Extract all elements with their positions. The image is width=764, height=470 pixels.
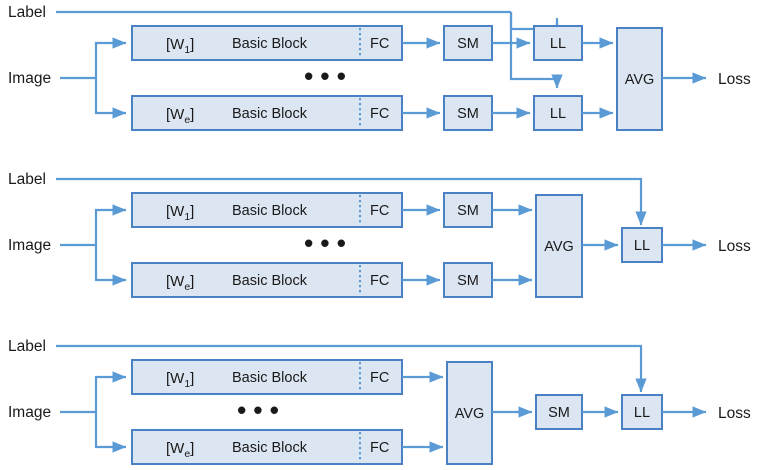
row-3-ll-text: LL [634,405,650,421]
row-2-loss-text: Loss [718,238,751,255]
row-1-image-branch-bottom [94,78,127,119]
row-1-label-arrow-ll2 [509,12,563,89]
row-1-ll-2[interactable] [533,95,583,131]
row-1-loss-text: Loss [718,71,751,88]
row-2-image-branch-bottom [94,245,127,286]
row-3-image-text: Image [8,404,51,421]
row-3-group: Label Image [W1] Basic Block FC [We] Bas… [8,338,751,465]
row-1-label-text: Label [8,4,46,21]
row-1-sm-1[interactable] [443,25,493,61]
row-1-stage-1: Basic Block [232,36,308,52]
row-3-image-branch-bottom [94,412,127,453]
row-1-weight-2: [We] [166,106,194,126]
row-1-weight-1: [W1] [166,36,194,56]
row-3-avg-text: AVG [455,406,485,422]
row-3-sm[interactable] [535,394,583,430]
row-2-weight-1: [W1] [166,203,194,223]
row-1-ll-1[interactable] [533,25,583,61]
row-1-sm-2-text: SM [457,106,479,122]
row-2-stage-1: Basic Block [232,203,308,219]
row-2-weight-2: [We] [166,273,194,293]
row-1-basic-block-1[interactable] [131,25,403,61]
row-1-basic-block-2[interactable] [131,95,403,131]
row-2-sm-1[interactable] [443,192,493,228]
row-1-avg[interactable] [616,27,663,131]
row-1-avg-text: AVG [625,72,655,88]
row-3-head-1: FC [370,370,389,386]
row-2-label-text: Label [8,171,46,188]
row-2-group: Label Image [W1] Basic Block FC [We] Bas… [8,171,751,298]
row-1-stage-2: Basic Block [232,106,308,122]
row-1-ll-1-text: LL [550,36,566,52]
row-1-group: Label Image [W1] Basic Block FC [We] Bas… [8,4,751,131]
row-2-head-2: FC [370,273,389,289]
row-2-basic-block-1[interactable] [131,192,403,228]
row-3-weight-1: [W1] [166,370,194,390]
row-3-label-wire [56,344,647,393]
row-2-ll-text: LL [634,238,650,254]
row-2-image-text: Image [8,237,51,254]
row-2-label-wire [56,177,647,226]
row-2-head-1: FC [370,203,389,219]
row-1-ellipsis: • • • [304,61,346,91]
row-3-loss-text: Loss [718,405,751,422]
row-3-sm-text: SM [548,405,570,421]
row-3-stage-1: Basic Block [232,370,308,386]
row-3-ellipsis: • • • [237,395,279,425]
row-1-image-branch-top [94,37,127,78]
row-2-stage-2: Basic Block [232,273,308,289]
row-2-sm-2-text: SM [457,273,479,289]
row-1-head-1: FC [370,36,389,52]
row-3-basic-block-2[interactable] [131,429,403,465]
row-3-weight-2: [We] [166,440,194,460]
row-1-head-2: FC [370,106,389,122]
row-3-head-2: FC [370,440,389,456]
row-2-sm-1-text: SM [457,203,479,219]
row-2-avg-text: AVG [544,239,574,255]
row-2-ellipsis: • • • [304,228,346,258]
row-3-image-branch-top [94,371,127,412]
row-1-ll-2-text: LL [550,106,566,122]
row-1-sm-2[interactable] [443,95,493,131]
row-1-sm-1-text: SM [457,36,479,52]
row-3-label-text: Label [8,338,46,355]
row-3-stage-2: Basic Block [232,440,308,456]
row-3-ll[interactable] [621,394,663,430]
row-1-image-text: Image [8,70,51,87]
row-2-image-branch-top [94,204,127,245]
